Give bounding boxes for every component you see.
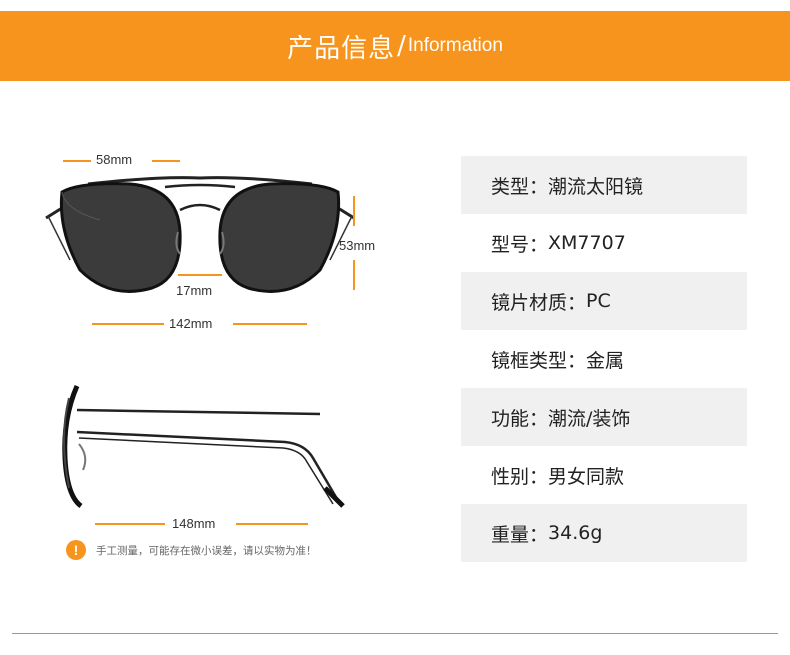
- title-cn: 产品信息: [287, 33, 396, 64]
- spec-row: 重量： 34.6g: [461, 504, 747, 562]
- sunglasses-front-illustration: [45, 176, 355, 293]
- lens-height-line-bottom: [353, 260, 355, 290]
- frame-width-line-right: [233, 323, 307, 325]
- temple-length-line-right: [236, 523, 308, 525]
- spec-row: 型号： XM7707: [461, 214, 747, 272]
- spec-row: 镜框类型： 金属: [461, 330, 747, 388]
- temple-length-label: 148mm: [172, 516, 216, 531]
- exclamation-icon: !: [66, 540, 86, 560]
- bottom-divider: [12, 633, 778, 634]
- lens-width-label: 58mm: [96, 152, 133, 167]
- spec-label: 功能：: [491, 407, 549, 430]
- spec-value: 潮流太阳镜: [548, 175, 644, 198]
- specs-table: 类型： 潮流太阳镜 型号： XM7707 镜片材质： PC 镜框类型： 金属 功…: [461, 156, 747, 562]
- spec-label: 重量：: [491, 523, 549, 546]
- spec-label: 型号：: [491, 233, 549, 256]
- bridge-line: [178, 274, 222, 276]
- lens-width-line-right: [152, 160, 180, 162]
- spec-value: 潮流/装饰: [548, 407, 631, 430]
- spec-label: 镜框类型：: [491, 349, 587, 372]
- frame-width-line-left: [92, 323, 164, 325]
- spec-value: 34.6g: [548, 522, 603, 544]
- spec-label: 镜片材质：: [491, 291, 587, 314]
- spec-value: 金属: [586, 349, 625, 372]
- note-text: 手工测量，可能存在微小误差，请以实物为准！: [96, 544, 317, 557]
- temple-length-line-left: [95, 523, 165, 525]
- spec-row: 镜片材质： PC: [461, 272, 747, 330]
- spec-label: 类型：: [491, 175, 549, 198]
- frame-width-label: 142mm: [169, 316, 213, 331]
- spec-value: PC: [586, 290, 611, 312]
- bridge-label: 17mm: [176, 283, 213, 298]
- spec-value: XM7707: [548, 232, 626, 254]
- title-slash: /: [397, 31, 406, 61]
- spec-label: 性别：: [491, 465, 549, 488]
- spec-row: 功能： 潮流/装饰: [461, 388, 747, 446]
- header-banner: 产品信息 / Information: [0, 11, 790, 81]
- lens-height-label: 53mm: [339, 238, 376, 253]
- lens-height-line-top: [353, 196, 355, 226]
- title-en: Information: [407, 35, 503, 56]
- spec-row: 性别： 男女同款: [461, 446, 747, 504]
- lens-width-line-left: [63, 160, 91, 162]
- sunglasses-side-illustration: [62, 384, 345, 509]
- spec-row: 类型： 潮流太阳镜: [461, 156, 747, 214]
- spec-value: 男女同款: [548, 465, 625, 488]
- measurement-note: ! 手工测量，可能存在微小误差，请以实物为准！: [66, 540, 317, 560]
